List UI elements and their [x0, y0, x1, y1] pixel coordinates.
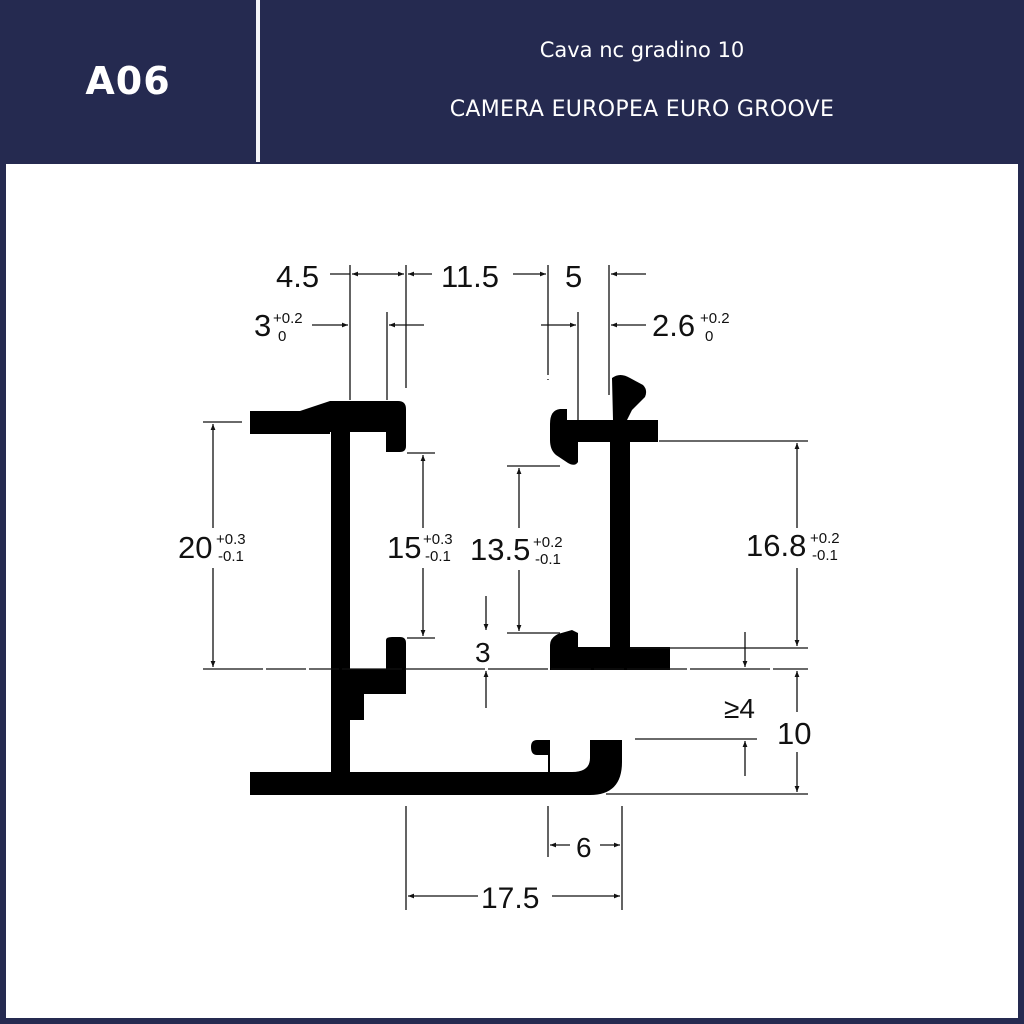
- dim-13-5-tol-lower: -0.1: [535, 551, 561, 568]
- title-cell: Cava nc gradino 10 CAMERA EUROPEA EURO G…: [260, 0, 1024, 162]
- header-bar: A06 Cava nc gradino 10 CAMERA EUROPEA EU…: [0, 0, 1024, 162]
- dim-13-5-tol-upper: +0.2: [533, 534, 563, 551]
- dim-6: 6: [576, 832, 592, 863]
- drawing-canvas: [6, 164, 1018, 1018]
- dim-17-5: 17.5: [481, 882, 539, 915]
- code-cell: A06: [0, 0, 256, 162]
- dim-4-5: 4.5: [276, 259, 319, 294]
- dim-16-8-tol-upper: +0.2: [810, 530, 840, 547]
- dim-5: 5: [565, 259, 582, 294]
- header-divider: [256, 0, 260, 162]
- dim-3-tol-lower: 0: [278, 328, 286, 345]
- dimension-labels: 4.5 11.5 5 3 +0.2 0 2.6 +0.2 0 20 +0.3 -…: [178, 259, 840, 915]
- dim-15-tol-lower: -0.1: [425, 548, 451, 565]
- dim-20-tol-lower: -0.1: [218, 548, 244, 565]
- dim-3-tol-upper: +0.2: [273, 310, 303, 327]
- product-code: A06: [85, 59, 171, 103]
- right-profile: [550, 375, 670, 670]
- dim-min-4: ≥4: [724, 693, 755, 724]
- dim-15-tol-upper: +0.3: [423, 531, 453, 548]
- dim-10: 10: [777, 716, 811, 751]
- product-title: Cava nc gradino 10: [539, 38, 745, 62]
- dim-20: 20: [178, 530, 212, 565]
- product-subtitle: CAMERA EUROPEA EURO GROOVE: [449, 97, 835, 122]
- dim-2-6-tol-upper: +0.2: [700, 310, 730, 327]
- dim-3-gap: 3: [475, 637, 491, 668]
- dim-13-5: 13.5: [470, 532, 530, 567]
- left-profile: [250, 401, 622, 795]
- dim-11-5: 11.5: [441, 259, 499, 294]
- dim-15: 15: [387, 530, 421, 565]
- dim-20-tol-upper: +0.3: [216, 531, 246, 548]
- dim-3-slot: 3: [254, 308, 271, 343]
- dim-2-6-tol-lower: 0: [705, 328, 713, 345]
- dim-16-8: 16.8: [746, 528, 806, 563]
- dim-16-8-tol-lower: -0.1: [812, 547, 838, 564]
- dimension-lines: [203, 265, 808, 910]
- dim-2-6-slot: 2.6: [652, 308, 695, 343]
